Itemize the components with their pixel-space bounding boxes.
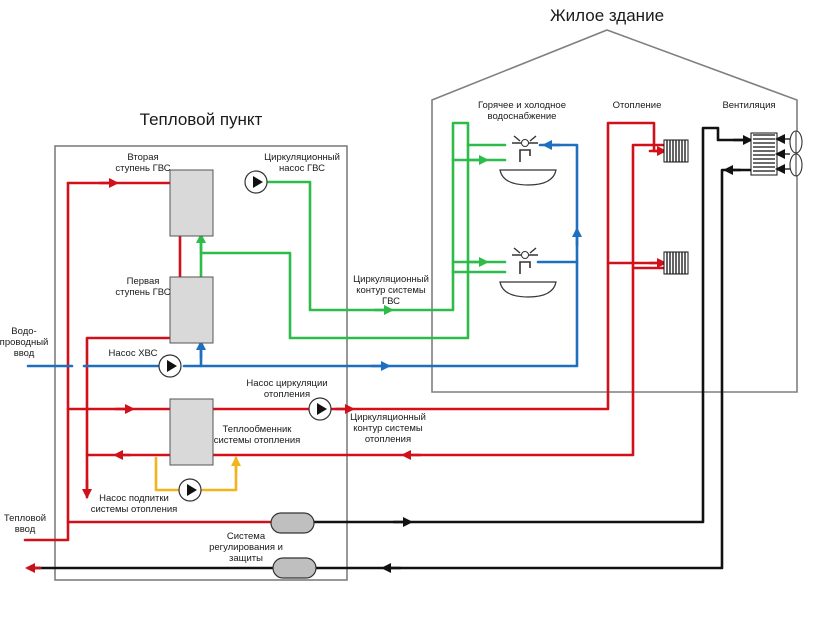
substation-title: Тепловой пункт [140, 110, 263, 129]
first-stage-heat-exchanger [169, 276, 214, 344]
regulator-upper-return-pipe [312, 126, 752, 524]
label-heating-hx-line: Теплообменник [223, 424, 293, 435]
label-second-stage-line: Вторая [127, 152, 158, 163]
heating-circulation-pump [308, 397, 332, 421]
label-heating-circ-loop-line: Циркуляционный [350, 412, 426, 423]
makeup-pump [178, 478, 202, 502]
label-first-stage-line: ступень ГВС [115, 287, 170, 298]
sink-lower-icon [499, 247, 557, 298]
radiator-upper-icon [663, 139, 689, 163]
heat-inlet-pipe [23, 181, 70, 542]
label-makeup-pump-line: системы отопления [91, 504, 178, 515]
label-heat-inlet-line: Тепловой [4, 513, 46, 524]
supply-pipes [23, 121, 667, 573]
label-heating-circ-pump-line: отопления [264, 389, 310, 400]
ventilation-heater-icon [750, 132, 778, 176]
label-second-stage-line: ступень ГВС [115, 163, 170, 174]
dhw-circulation-pump [244, 170, 268, 194]
building-title: Жилое здание [550, 6, 664, 25]
label-heating-line: Отопление [613, 100, 662, 111]
regulator-lower [272, 557, 317, 579]
label-heating-circ-pump-line: Насос циркуляции [246, 378, 327, 389]
label-dhw-circ-pump-line: насос ГВС [279, 163, 325, 174]
label-heating: Отопление [613, 100, 662, 111]
label-dhw-circ-pump-line: Циркуляционный [264, 152, 340, 163]
label-hot-cold-water-line: Горячее и холодное [478, 100, 566, 111]
dhw-pipes [196, 121, 507, 342]
label-makeup-pump-line: Насос подпитки [99, 493, 169, 504]
ventilation-return-pipe [314, 168, 752, 570]
label-regulation-line: регулирования и [209, 542, 283, 553]
label-regulation-line: Система [227, 531, 266, 542]
label-dhw-circ-loop-line: Циркуляционный [353, 274, 429, 285]
return-pipes [28, 126, 753, 573]
dhw-lower-tap-pipe [451, 260, 507, 274]
cold-water-pump [158, 354, 182, 378]
label-water-inlet-line: Водо- [11, 326, 36, 337]
label-cold-pump-line: Насос ХВС [109, 348, 158, 359]
first-stage-return-pipe [85, 336, 182, 499]
label-regulation-line: защиты [229, 553, 263, 564]
label-water-inlet-line: проводный [0, 337, 48, 348]
sink-upper-icon [499, 135, 557, 186]
label-hot-cold-water-line: водоснабжение [488, 111, 557, 122]
label-heating-circ-loop-line: отопления [365, 434, 411, 445]
label-ventilation: Вентиляция [722, 100, 775, 111]
second-stage-supply-pipe [66, 181, 182, 340]
label-cold-pump: Насос ХВС [109, 348, 158, 359]
substation-outline [54, 145, 348, 581]
label-dhw-circ-loop-line: ГВС [382, 296, 400, 307]
heating-heat-exchanger [169, 398, 214, 466]
label-dhw-circ-loop-line: контур системы [356, 285, 426, 296]
dhw-supply-riser [262, 121, 507, 312]
label-heating-hx-line: системы отопления [214, 435, 301, 446]
label-first-stage-line: Первая [127, 276, 160, 287]
building-outline [431, 29, 798, 393]
label-heating-circ-loop-line: контур системы [353, 423, 423, 434]
heating-hx-supply-pipe [66, 407, 182, 457]
dhw-circ-return-pipe [199, 143, 470, 340]
second-stage-heat-exchanger [169, 169, 214, 237]
label-heat-inlet-line: ввод [15, 524, 36, 535]
regulator-upper [270, 512, 315, 534]
radiator-lower-icon [663, 251, 689, 275]
label-ventilation-line: Вентиляция [722, 100, 775, 111]
cold-water-pipes [26, 140, 582, 371]
makeup-pipes [154, 456, 241, 492]
label-water-inlet-line: ввод [14, 348, 35, 359]
ventilation-fan-icon [775, 130, 803, 177]
